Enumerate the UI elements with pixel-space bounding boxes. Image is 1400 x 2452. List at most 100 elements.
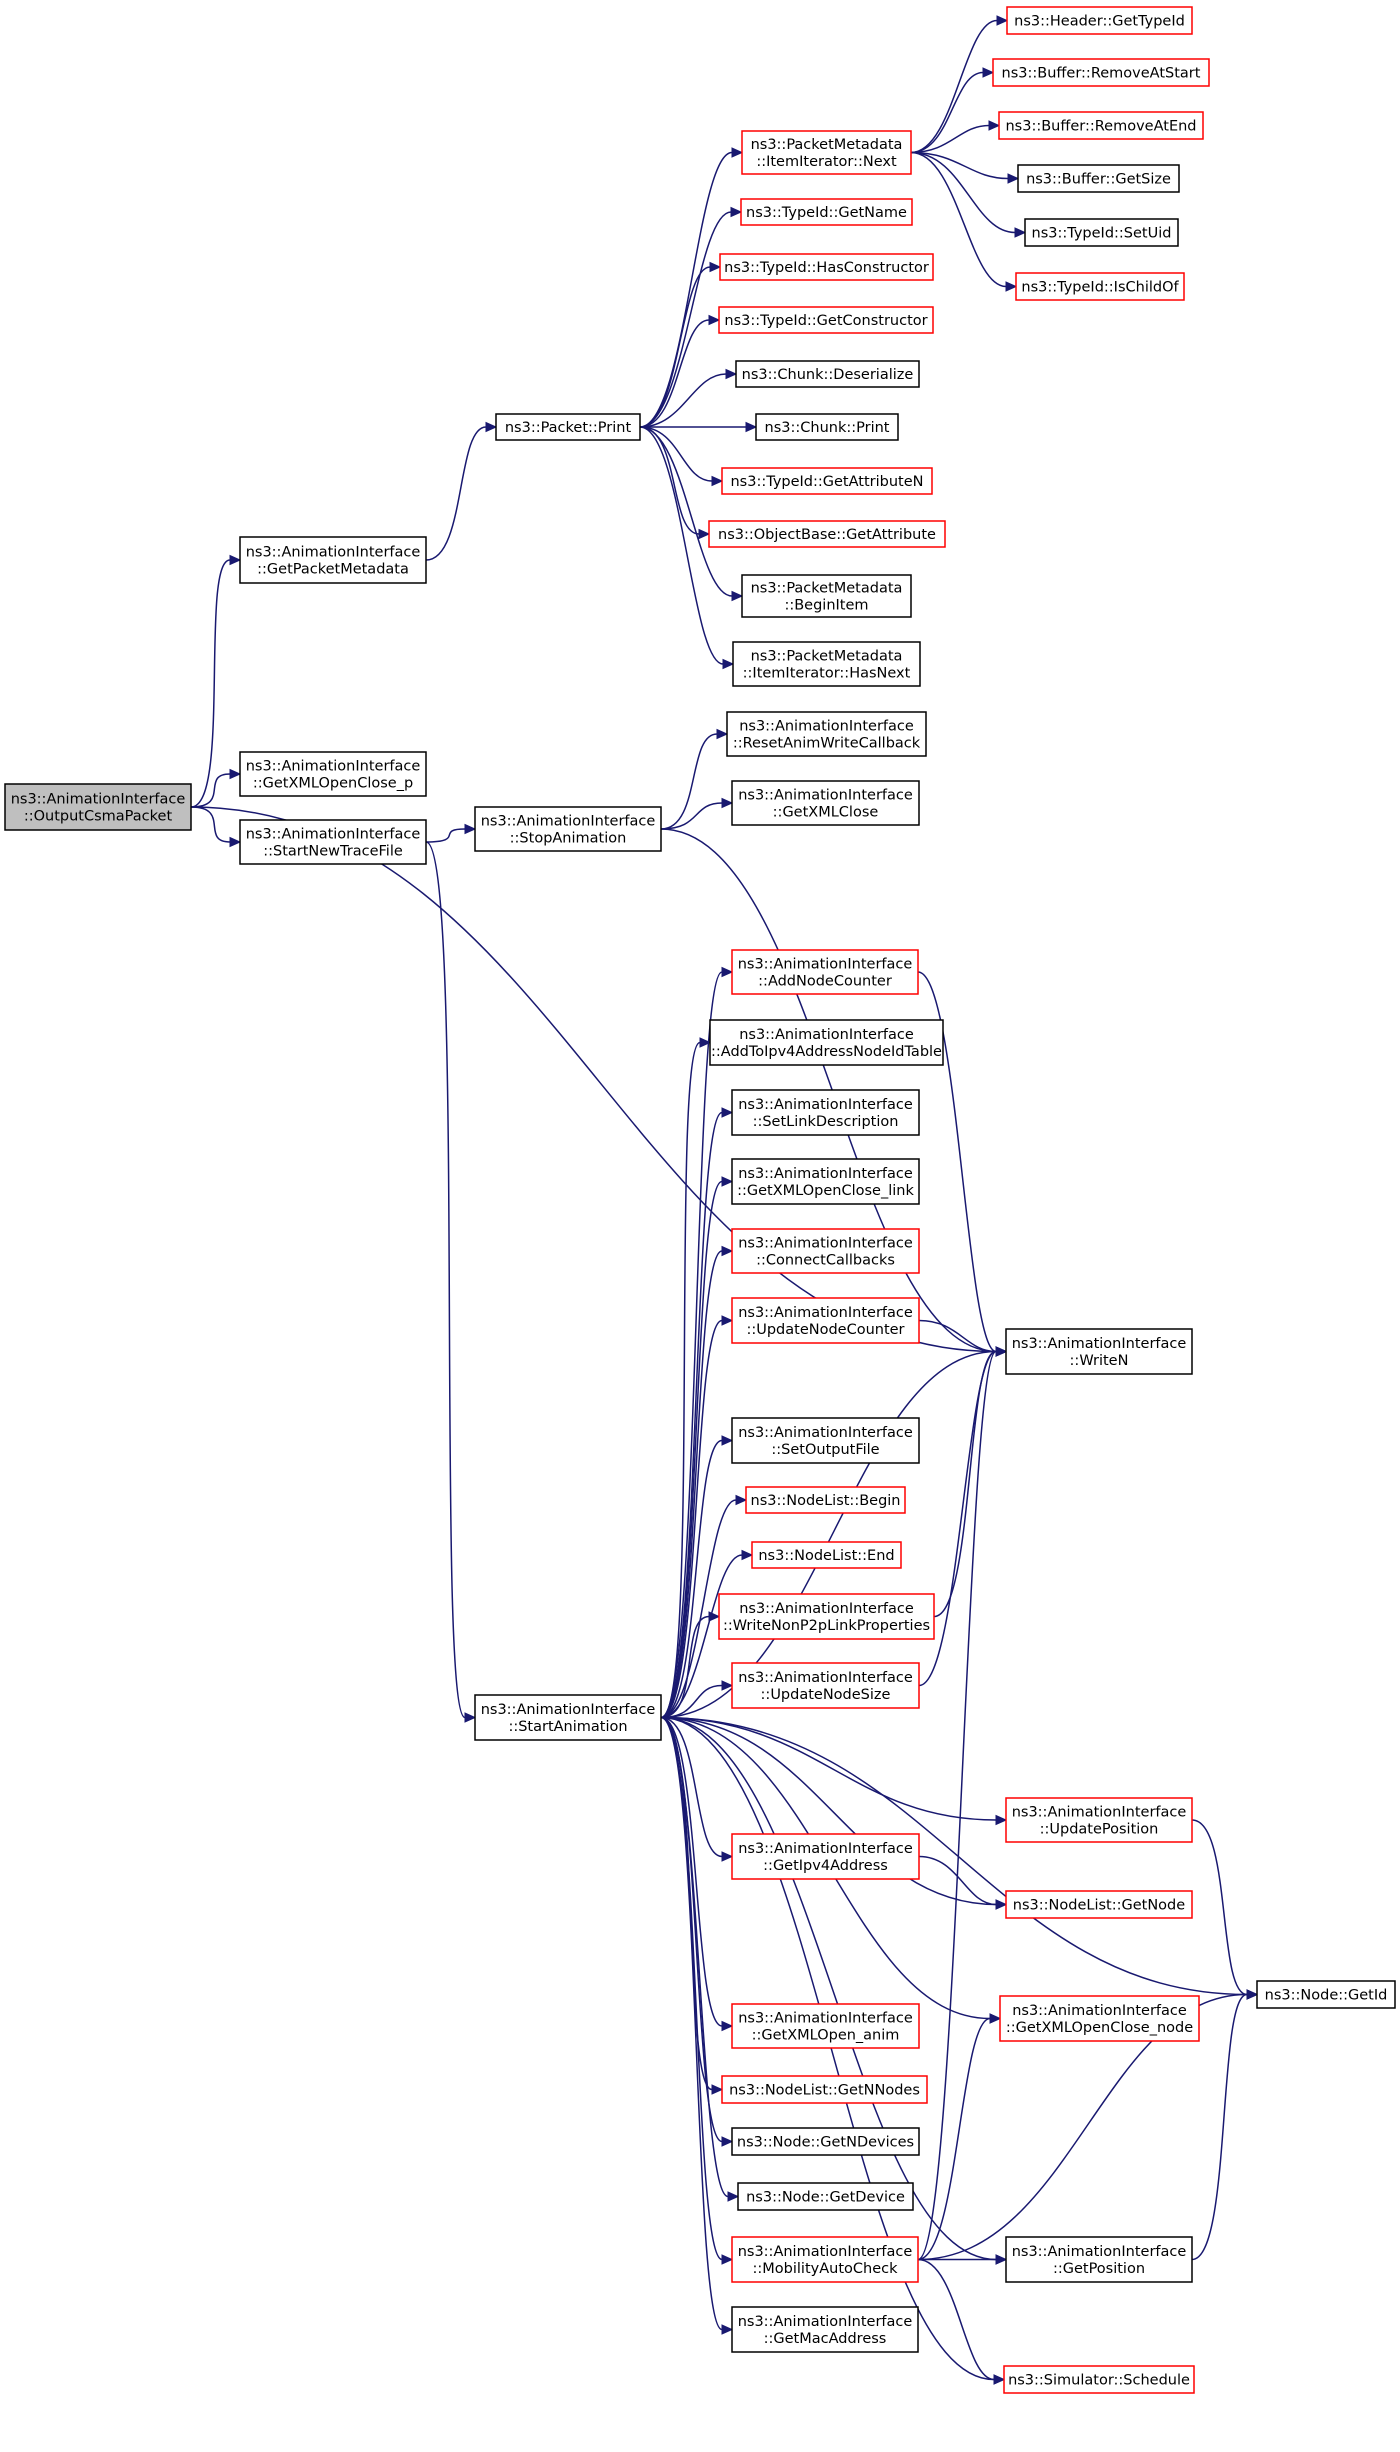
node-get-ipv4-address[interactable]: ns3::AnimationInterface::GetIpv4Address <box>731 1833 920 1880</box>
node-chunk-print[interactable]: ns3::Chunk::Print <box>755 413 899 441</box>
edge-line <box>660 1499 737 1719</box>
edge-line <box>660 1615 710 1719</box>
node-get-xml-open-anim[interactable]: ns3::AnimationInterface::GetXMLOpen_anim <box>731 2003 920 2049</box>
node-box <box>741 574 912 618</box>
edge-line <box>190 559 231 808</box>
edge-arrowhead <box>229 768 242 780</box>
node-node-list-begin[interactable]: ns3::NodeList::Begin <box>745 1486 906 1514</box>
node-label-line: ::AddToIpv4AddressNodeIdTable <box>711 1044 942 1060</box>
node-buffer-remove-at-start[interactable]: ns3::Buffer::RemoveAtStart <box>992 58 1210 87</box>
node-write-n[interactable]: ns3::AnimationInterface::WriteN <box>1005 1328 1193 1375</box>
node-get-packet-metadata[interactable]: ns3::AnimationInterface::GetPacketMetada… <box>239 536 427 584</box>
edge-arrowhead <box>727 2191 740 2202</box>
node-object-base-get-attribute[interactable]: ns3::ObjectBase::GetAttribute <box>708 520 946 548</box>
node-box <box>709 1019 944 1066</box>
node-packet-metadata-item-iterator-next[interactable]: ns3::PacketMetadata::ItemIterator::Next <box>741 130 912 175</box>
node-write-non-p2p-link-properties[interactable]: ns3::AnimationInterface::WriteNonP2pLink… <box>718 1593 935 1640</box>
call-edge-packet-metadata-item-iterator-next-to-header-get-type-id <box>910 15 1009 154</box>
node-set-link-description[interactable]: ns3::AnimationInterface::SetLinkDescript… <box>731 1089 920 1136</box>
node-get-position[interactable]: ns3::AnimationInterface::GetPosition <box>1005 2236 1193 2283</box>
edge-line <box>918 1855 997 1906</box>
edge-arrowhead <box>721 966 734 978</box>
node-type-id-has-constructor[interactable]: ns3::TypeId::HasConstructor <box>719 253 934 281</box>
node-label-line: ns3::AnimationInterface <box>738 788 913 804</box>
node-stop-animation[interactable]: ns3::AnimationInterface::StopAnimation <box>474 806 662 852</box>
edge-arrowhead <box>995 2254 1008 2265</box>
node-mobility-auto-check[interactable]: ns3::AnimationInterface::MobilityAutoChe… <box>731 2236 919 2283</box>
node-box <box>745 1486 906 1514</box>
edge-arrowhead <box>485 421 498 433</box>
node-update-position[interactable]: ns3::AnimationInterface::UpdatePosition <box>1005 1797 1193 1843</box>
node-box <box>1005 1890 1193 1919</box>
node-type-id-get-attribute-n[interactable]: ns3::TypeId::GetAttributeN <box>721 467 933 495</box>
node-node-list-end[interactable]: ns3::NodeList::End <box>751 1541 902 1569</box>
node-node-list-get-n-nodes[interactable]: ns3::NodeList::GetNNodes <box>721 2075 928 2104</box>
edge-arrowhead <box>995 1346 1008 1357</box>
node-node-get-device[interactable]: ns3::Node::GetDevice <box>737 2182 914 2211</box>
node-packet-print[interactable]: ns3::Packet::Print <box>495 413 641 441</box>
edge-line <box>660 1250 723 1719</box>
edge-line <box>917 1350 997 2261</box>
node-add-to-ipv4-address-node-id-table[interactable]: ns3::AnimationInterface::AddToIpv4Addres… <box>709 1019 944 1066</box>
node-label-line: ::BeginItem <box>784 598 868 614</box>
edge-line <box>910 19 998 154</box>
node-type-id-is-child-of[interactable]: ns3::TypeId::IsChildOf <box>1015 272 1185 301</box>
node-header-get-type-id[interactable]: ns3::Header::GetTypeId <box>1006 6 1193 35</box>
node-type-id-get-name[interactable]: ns3::TypeId::GetName <box>740 198 913 226</box>
node-label-line: ns3::Node::GetId <box>1265 1988 1388 2004</box>
node-update-node-size[interactable]: ns3::AnimationInterface::UpdateNodeSize <box>731 1662 920 1709</box>
edge-arrowhead <box>988 120 1001 131</box>
node-get-xml-open-close-p[interactable]: ns3::AnimationInterface::GetXMLOpenClose… <box>239 751 427 797</box>
node-node-list-get-node[interactable]: ns3::NodeList::GetNode <box>1005 1890 1193 1919</box>
node-box <box>735 360 920 388</box>
node-get-xml-open-close-link[interactable]: ns3::AnimationInterface::GetXMLOpenClose… <box>731 1158 920 1205</box>
node-box <box>731 1417 920 1464</box>
node-start-animation[interactable]: ns3::AnimationInterface::StartAnimation <box>474 1694 662 1741</box>
node-packet-metadata-begin-item[interactable]: ns3::PacketMetadata::BeginItem <box>741 574 912 618</box>
call-edge-get-ipv4-address-to-node-list-get-node <box>918 1855 1008 1910</box>
edge-line <box>917 971 997 1353</box>
node-add-node-counter[interactable]: ns3::AnimationInterface::AddNodeCounter <box>731 949 919 995</box>
node-box <box>755 413 899 441</box>
node-start-new-trace-file[interactable]: ns3::AnimationInterface::StartNewTraceFi… <box>239 819 427 865</box>
node-label-line: ns3::TypeId::GetAttributeN <box>730 474 923 490</box>
edge-arrowhead <box>1005 281 1018 292</box>
node-get-xml-open-close-node[interactable]: ns3::AnimationInterface::GetXMLOpenClose… <box>999 1995 1200 2042</box>
node-set-output-file[interactable]: ns3::AnimationInterface::SetOutputFile <box>731 1417 920 1464</box>
node-get-xml-close[interactable]: ns3::AnimationInterface::GetXMLClose <box>731 780 920 826</box>
edge-line <box>425 828 466 843</box>
node-simulator-schedule[interactable]: ns3::Simulator::Schedule <box>1003 2365 1195 2394</box>
node-label-line: ns3::Node::GetNDevices <box>737 2135 914 2151</box>
node-label-line: ::ConnectCallbacks <box>756 1253 895 1269</box>
node-connect-callbacks[interactable]: ns3::AnimationInterface::ConnectCallback… <box>731 1228 920 1274</box>
node-label-line: ::UpdateNodeCounter <box>746 1322 904 1338</box>
node-label-line: ns3::Buffer::GetSize <box>1026 172 1171 188</box>
node-node-get-id[interactable]: ns3::Node::GetId <box>1256 1980 1396 2009</box>
node-box <box>751 1541 902 1569</box>
node-type-id-set-uid[interactable]: ns3::TypeId::SetUid <box>1024 218 1179 247</box>
node-buffer-get-size[interactable]: ns3::Buffer::GetSize <box>1017 164 1180 193</box>
node-update-node-counter[interactable]: ns3::AnimationInterface::UpdateNodeCount… <box>731 1297 920 1344</box>
call-edge-start-animation-to-connect-callbacks <box>660 1245 734 1719</box>
node-reset-anim-write-callback[interactable]: ns3::AnimationInterface::ResetAnimWriteC… <box>726 711 927 757</box>
node-label-line: ns3::AnimationInterface <box>1012 2003 1187 2019</box>
node-label-line: ns3::AnimationInterface <box>738 1425 913 1441</box>
node-box <box>731 949 919 995</box>
node-box <box>731 1662 920 1709</box>
call-edge-write-non-p2p-link-properties-to-write-n <box>933 1346 1008 1618</box>
node-node-get-n-devices[interactable]: ns3::Node::GetNDevices <box>731 2127 920 2156</box>
node-label-line: ns3::AnimationInterface <box>11 792 186 808</box>
edge-line <box>660 1716 997 1821</box>
edge-arrowhead <box>995 1899 1008 1910</box>
node-chunk-deserialize[interactable]: ns3::Chunk::Deserialize <box>735 360 920 388</box>
node-packet-metadata-item-iterator-has-next[interactable]: ns3::PacketMetadata::ItemIterator::HasNe… <box>732 641 921 687</box>
edge-line <box>910 71 984 154</box>
node-label-line: ns3::Packet::Print <box>505 420 632 436</box>
edge-line <box>639 426 724 665</box>
node-type-id-get-constructor[interactable]: ns3::TypeId::GetConstructor <box>718 306 934 334</box>
node-box <box>731 2003 920 2049</box>
node-label-line: ns3::AnimationInterface <box>738 1841 913 1857</box>
edge-arrowhead <box>993 2374 1006 2385</box>
node-get-mac-address[interactable]: ns3::AnimationInterface::GetMacAddress <box>731 2306 919 2353</box>
node-buffer-remove-at-end[interactable]: ns3::Buffer::RemoveAtEnd <box>998 111 1204 140</box>
